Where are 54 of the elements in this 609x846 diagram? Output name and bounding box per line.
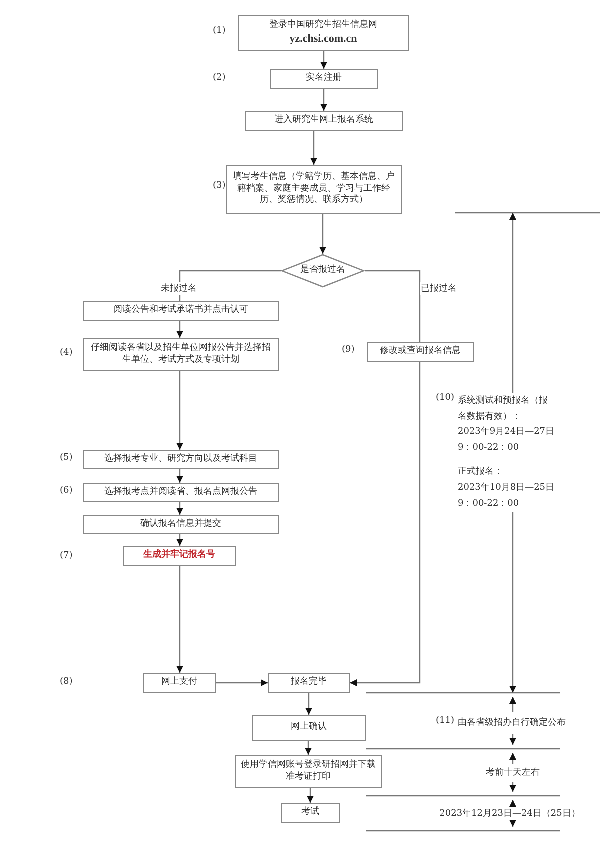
arrow [176, 502, 184, 515]
process-box: 填写考生信息（学籍学历、基本信息、户籍档案、家庭主要成员、学习与工作经历、奖惩情况、联系方式） [226, 165, 402, 214]
schedule-text: 9：00-22：00 [458, 498, 520, 510]
process-box: 网上支付 [143, 673, 216, 693]
arrow [176, 371, 184, 450]
arrow [320, 89, 328, 111]
process-box: 进入研究生网上报名系统 [245, 111, 403, 131]
arrow [310, 131, 318, 165]
schedule-text: 2023年9月24日—27日 [458, 426, 555, 438]
edge-label: 已报过名 [420, 282, 458, 295]
highlight-box: 生成并牢记报名号 [123, 546, 236, 566]
arrow [216, 680, 268, 686]
step-number: (6) [60, 486, 73, 496]
arrow [307, 788, 314, 803]
step-number: (11) [436, 716, 454, 726]
schedule-text: 考前十天左右 [486, 766, 540, 779]
step-number: (8) [60, 677, 73, 687]
process-box: 使用学信网账号登录研招网并下载准考证打印 [235, 755, 382, 788]
arrow [176, 469, 184, 483]
decision-diamond: 是否报过名 [281, 254, 365, 288]
arrow [305, 741, 312, 755]
schedule-text: 正式报名： [458, 466, 503, 478]
schedule-text: 2023年10月8日—25日 [458, 482, 555, 494]
process-box: 网上确认 [252, 715, 366, 741]
arrow [176, 566, 184, 673]
arrow [176, 321, 184, 338]
step-number: (7) [60, 551, 73, 561]
edge-label: 未报过名 [160, 282, 198, 295]
process-box: 登录中国研究生招生信息网 yz.chsi.com.cn [238, 15, 409, 51]
step-number: (10) [436, 393, 454, 403]
process-box: 阅读公告和考试承诺书并点击认可 [83, 301, 279, 321]
schedule-text: 由各省级招办自行确定公布 [458, 716, 566, 729]
process-box: 实名注册 [270, 69, 378, 89]
step-number: (3) [213, 181, 226, 191]
arrow [320, 214, 326, 254]
process-box: 修改或查询报名信息 [367, 342, 474, 362]
step-number: (4) [60, 348, 73, 358]
schedule-text: 9：00-22：00 [458, 442, 520, 454]
arrow [306, 693, 312, 715]
arrow [320, 51, 328, 69]
step-number: (1) [213, 26, 226, 36]
process-box: 考试 [281, 803, 340, 823]
step-number: (2) [213, 73, 226, 83]
arrow [350, 362, 421, 686]
step-number: (9) [342, 345, 355, 355]
process-box: 仔细阅读各省以及招生单位网报公告并选择招生单位、考试方式及专项计划 [83, 338, 279, 371]
process-box: 选择报考点并阅读省、报名点网报公告 [83, 483, 279, 502]
step-number: (5) [60, 453, 73, 463]
schedule-text: 系统测试和预报名（报名数据有效）： [458, 394, 549, 424]
process-box: 确认报名信息并提交 [83, 515, 279, 534]
process-box: 选择报考专业、研究方向以及考试科目 [83, 450, 279, 469]
schedule-text: 2023年12月23日—24日（25日） [440, 808, 580, 820]
process-box: 报名完毕 [268, 673, 350, 693]
arrow [176, 534, 184, 546]
